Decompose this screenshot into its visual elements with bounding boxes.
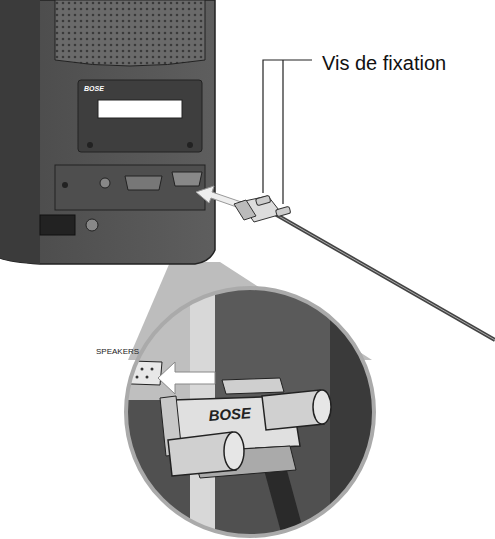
brand-logo: BOSE xyxy=(84,85,104,92)
port-label: SPEAKERS xyxy=(96,348,139,356)
callout-label: Vis de fixation xyxy=(320,51,448,75)
brand-logo: BOSE xyxy=(208,405,251,423)
